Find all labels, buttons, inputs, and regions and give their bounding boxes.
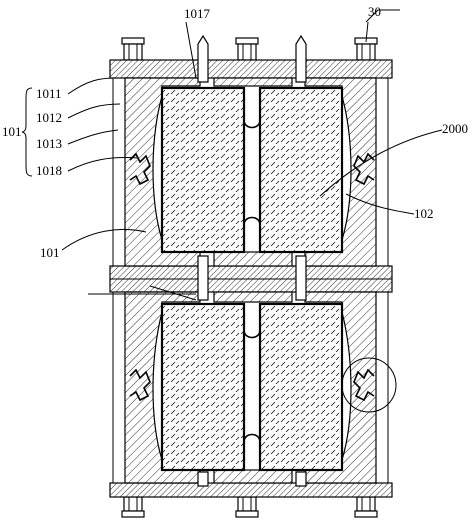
bracket-brace bbox=[21, 87, 33, 177]
bolt-bottom-middle bbox=[235, 496, 259, 518]
label-1017: 1017 bbox=[184, 6, 211, 21]
bottom-bolts bbox=[121, 496, 378, 518]
label-1013: 1013 bbox=[36, 136, 62, 151]
label-102: 102 bbox=[414, 206, 434, 221]
upper-module-frame bbox=[112, 77, 389, 267]
cell-lower-right bbox=[258, 302, 344, 472]
label-2000: 2000 bbox=[442, 121, 468, 136]
labels: 30 1017 1011 1012 1013 1018 101 101 2000… bbox=[2, 4, 468, 301]
label-1011: 1011 bbox=[36, 86, 62, 101]
bottom-plate bbox=[109, 482, 393, 498]
top-bolts bbox=[121, 37, 378, 61]
bolt-bottom-left bbox=[121, 496, 145, 518]
detail-circle bbox=[341, 357, 397, 413]
label-101: 101 bbox=[40, 245, 60, 260]
lower-module-frame bbox=[112, 291, 389, 484]
top-plate bbox=[109, 59, 393, 79]
cell-upper-left bbox=[160, 86, 246, 254]
terminals bbox=[197, 34, 307, 487]
bolt-top-middle bbox=[235, 37, 259, 61]
label-101-bracket: 101 bbox=[2, 124, 22, 139]
label-30: 30 bbox=[368, 4, 381, 19]
bolt-bottom-right bbox=[354, 496, 378, 518]
bolt-top-left bbox=[121, 37, 145, 61]
seals bbox=[129, 152, 375, 402]
cell-lower-left bbox=[160, 302, 246, 472]
separators bbox=[243, 92, 261, 466]
label-1018: 1018 bbox=[36, 163, 62, 178]
label-1012: 1012 bbox=[36, 110, 62, 125]
end-plates bbox=[109, 59, 393, 498]
battery-cells bbox=[160, 86, 344, 472]
cell-upper-right bbox=[258, 86, 344, 254]
